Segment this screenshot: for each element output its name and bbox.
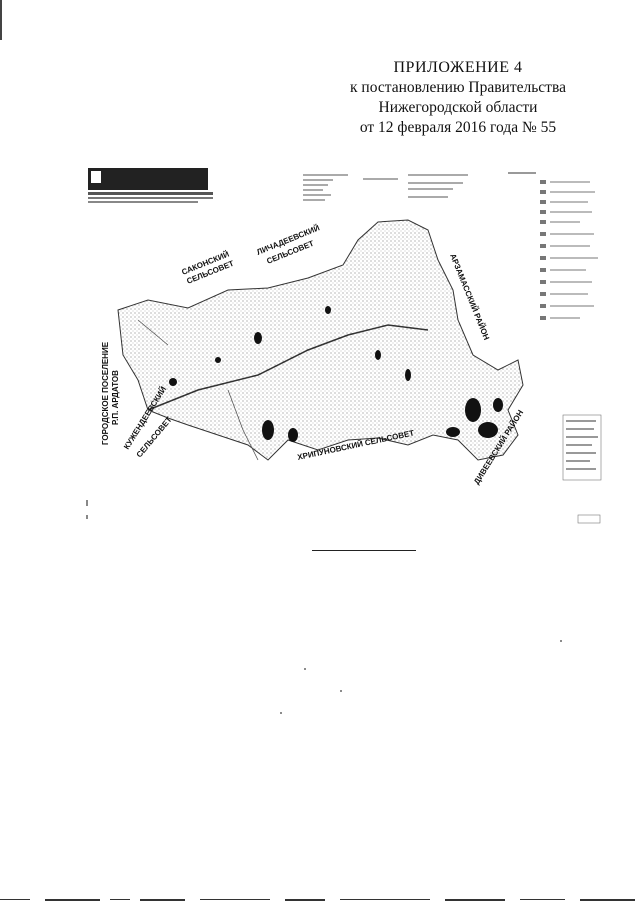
district-map: САКОНСКИЙ СЕЛЬСОВЕТ ЛИЧАДЕЕВСКИЙ СЕЛЬСОВ… [78,160,618,540]
main-road [147,324,429,411]
map-notes [303,174,468,201]
scan-speck [280,712,282,714]
appendix-line-4: от 12 февраля 2016 года № 55 [359,119,557,136]
scan-artifact-bottom [0,897,640,903]
scan-speck [560,640,562,642]
label-gorodskoe-2: Р.П. АРДАТОВ [111,370,120,425]
appendix-line-2: к постановлению Правительства [350,79,566,96]
district-map-svg: САКОНСКИЙ СЕЛЬСОВЕТ ЛИЧАДЕЕВСКИЙ СЕЛЬСОВ… [86,168,602,524]
separator-line [312,550,416,551]
secondary-road [227,389,259,461]
appendix-line-3: Нижегородской области [378,99,538,116]
secondary-road-2 [137,319,169,346]
scan-speck [304,668,306,670]
map-legend [508,172,598,320]
district-territory [117,219,524,461]
label-gorodskoe-1: ГОРОДСКОЕ ПОСЕЛЕНИЕ [101,341,110,445]
map-table [562,414,602,524]
map-title-block [88,168,213,203]
page-edge [0,0,2,40]
forest-patches [169,306,503,442]
appendix-header: ПРИЛОЖЕНИЕ 4 к постановлению Правительст… [328,58,588,138]
margin-marks [86,500,88,519]
scan-speck [340,690,342,692]
appendix-title: ПРИЛОЖЕНИЕ 4 [393,59,523,76]
